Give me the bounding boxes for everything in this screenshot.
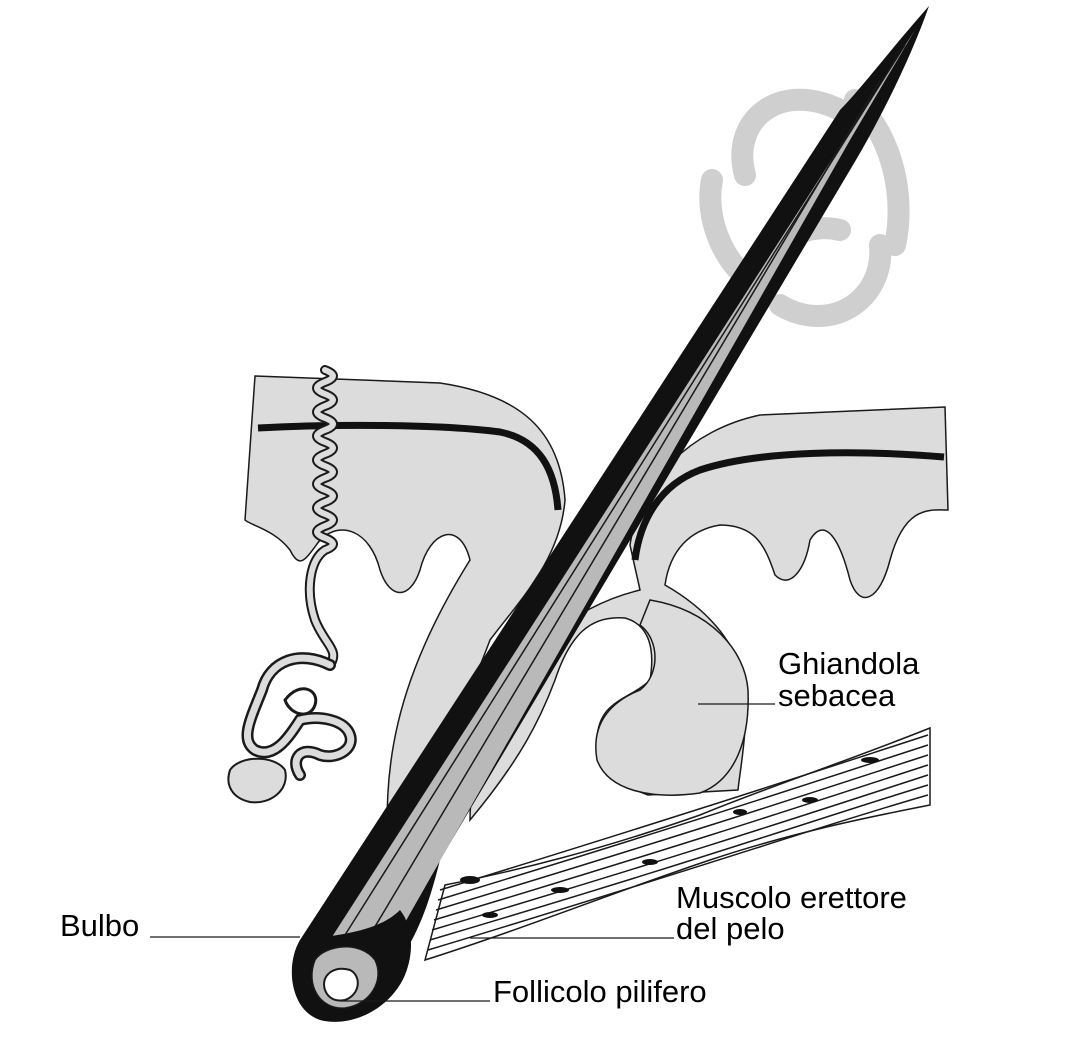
- label-muscolo-erettore-line1: Muscolo erettore: [676, 880, 907, 915]
- label-bulbo: Bulbo: [60, 908, 140, 943]
- basal-line-right: [631, 449, 945, 561]
- label-follicolo-pilifero: Follicolo pilifero: [493, 974, 707, 1009]
- leader-lines: [150, 703, 775, 1002]
- basal-line-left: [257, 421, 562, 511]
- label-ghiandola-sebacea-line2: sebacea: [778, 678, 896, 713]
- label-muscolo-erettore-line2: del pelo: [676, 911, 785, 946]
- hair-shaft: [298, 6, 930, 990]
- arrector-pili-muscle: [423, 726, 931, 962]
- hair-bulb: [291, 910, 412, 1022]
- sweat-gland-coil: [227, 652, 357, 804]
- label-ghiandola-sebacea-line1: Ghiandola: [778, 646, 920, 681]
- sebaceous-gland: [595, 599, 749, 796]
